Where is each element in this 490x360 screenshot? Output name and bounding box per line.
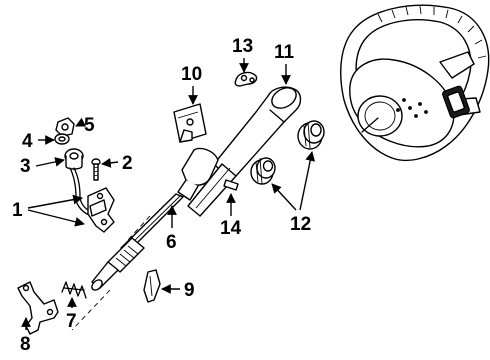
callout-10: 10	[181, 64, 202, 85]
column-bushing-upper	[297, 120, 325, 150]
bushing	[64, 148, 84, 170]
shroud-bracket	[173, 103, 207, 143]
column-bushing-lower	[250, 157, 276, 185]
callout-8: 8	[20, 334, 31, 355]
callout-5: 5	[84, 115, 95, 136]
callout-labels: 1 2 3 4 5 6 7 8 9 10 11 12 13 14	[12, 36, 311, 355]
shift-lever-bracket	[87, 187, 115, 233]
washer	[54, 133, 70, 145]
lower-shift-lever	[17, 281, 59, 335]
callout-4: 4	[22, 131, 33, 152]
lock-lever	[143, 269, 161, 303]
pin	[223, 179, 239, 191]
nut	[55, 117, 75, 137]
spring	[61, 281, 87, 299]
callout-3: 3	[20, 156, 31, 177]
callout-2: 2	[122, 153, 133, 174]
callout-7: 7	[66, 311, 77, 332]
callout-11: 11	[274, 42, 295, 63]
steering-wheel	[340, 4, 490, 162]
callout-14: 14	[220, 218, 242, 239]
callout-1: 1	[12, 200, 23, 221]
callout-12: 12	[290, 214, 311, 235]
callout-13: 13	[232, 36, 253, 57]
screw	[91, 158, 101, 181]
callout-9: 9	[184, 280, 195, 301]
callout-leaders	[21, 58, 316, 330]
steering-column-tube	[177, 86, 302, 217]
clip	[234, 71, 258, 87]
callout-6: 6	[166, 232, 177, 253]
